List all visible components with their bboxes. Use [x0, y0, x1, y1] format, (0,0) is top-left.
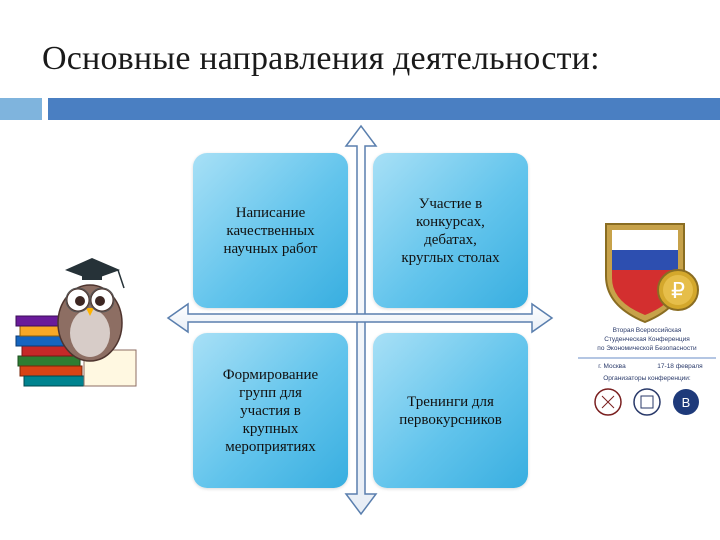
organizer-logo-icon: [633, 388, 661, 416]
conference-emblem: ₽ Вторая Всероссийская Студенческая Конф…: [578, 223, 716, 416]
svg-text:B: B: [682, 395, 691, 410]
organizer-logo-icon: [673, 389, 699, 415]
slide-title: Основные направления деятельности:: [42, 40, 600, 77]
horizontal-axis-arrow: [166, 302, 554, 334]
emblem-line: Студенческая Конференция: [604, 336, 690, 343]
emblem-line: Вторая Всероссийская: [613, 326, 682, 334]
emblem-line: по Экономической Безопасности: [597, 344, 697, 352]
title-underline-gap: [42, 98, 48, 120]
emblem-line: 17-18 февраля: [657, 363, 703, 370]
emblem-line: Организаторы конференции:: [603, 375, 691, 382]
emblem-line: г. Москва: [598, 363, 626, 370]
currency-symbol: ₽: [671, 278, 685, 303]
title-underline-bar: [48, 98, 720, 120]
title-underline-accent: [0, 98, 42, 120]
owl-with-books-illustration: [15, 258, 137, 387]
